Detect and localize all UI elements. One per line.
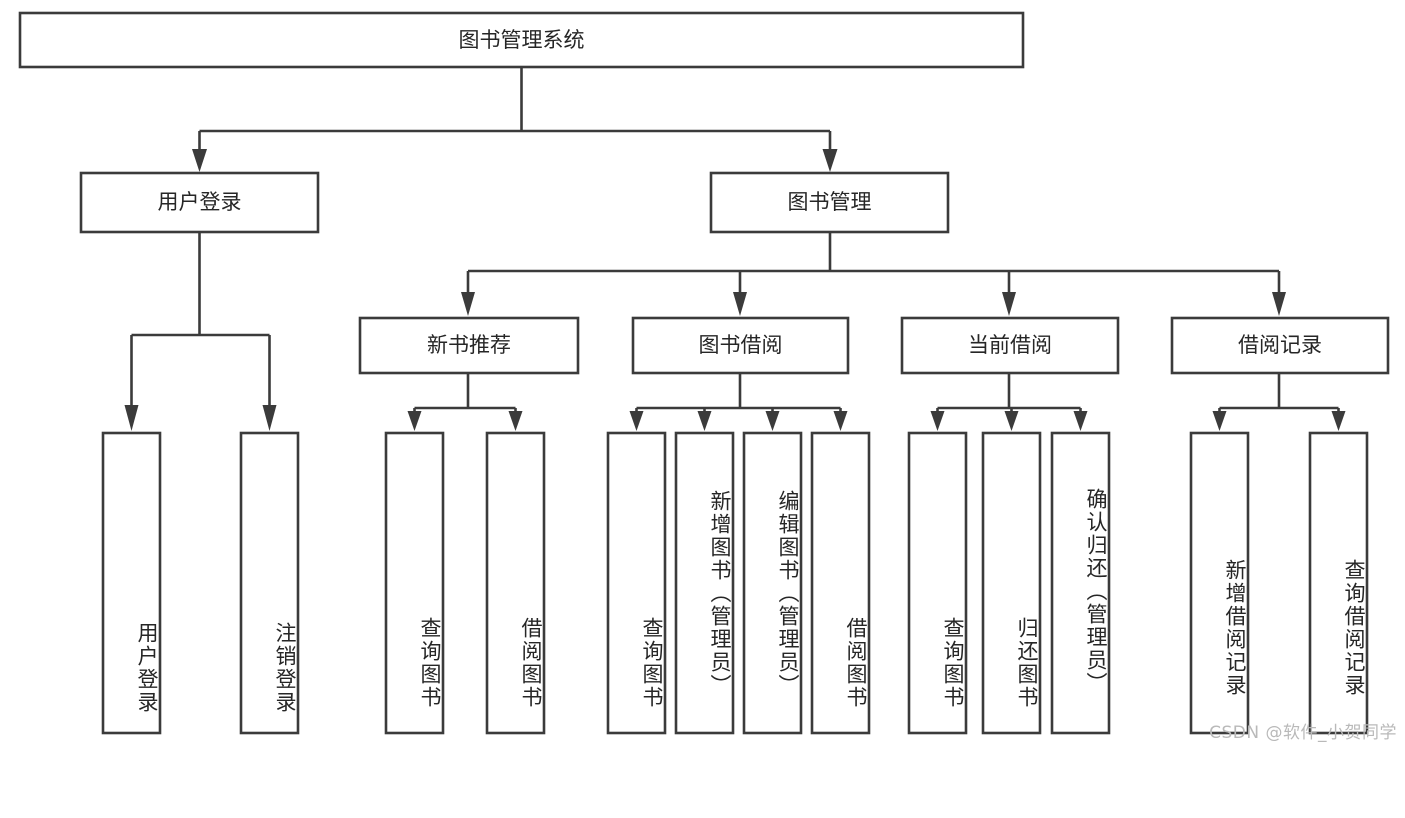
arrowhead-leaf-add-book (697, 411, 712, 431)
node-book-manage-label: 图书管理 (788, 190, 872, 214)
node-book-borrow-box[interactable] (631, 316, 850, 375)
node-user-login-label: 用户登录 (158, 190, 242, 214)
node-new-book-rec[interactable]: 新书推荐 (358, 316, 580, 375)
node-new-book-rec-label: 新书推荐 (427, 333, 511, 357)
arrowhead-leaf-user-login (124, 405, 139, 431)
node-borrow-record-box[interactable] (1170, 316, 1390, 375)
arrowhead-leaf-query-book-1 (407, 411, 422, 431)
connectors-new-book-rec-to-leaves (407, 373, 523, 431)
node-root-label: 图书管理系统 (459, 28, 585, 52)
leaf-box-user-login[interactable] (101, 431, 162, 735)
node-book-manage-box[interactable] (709, 171, 950, 234)
leaf-box-add-record[interactable] (1189, 431, 1250, 735)
node-borrow-record[interactable]: 借阅记录 (1170, 316, 1390, 375)
arrowhead-leaf-query-book-2 (629, 411, 644, 431)
arrowhead-leaf-user-logout (262, 405, 277, 431)
connectors-root-to-level2 (192, 67, 838, 172)
node-current-borrow-box[interactable] (900, 316, 1120, 375)
arrowhead-leaf-confirm-return (1073, 411, 1088, 431)
leaf-box-edit-book[interactable] (742, 431, 803, 735)
arrowhead-leaf-edit-book (765, 411, 780, 431)
connectors-book-borrow-to-leaves (629, 373, 848, 431)
node-book-borrow[interactable]: 图书借阅 (631, 316, 850, 375)
node-borrow-record-label: 借阅记录 (1238, 333, 1322, 357)
arrowhead-current-borrow (1002, 292, 1016, 316)
csdn-watermark: CSDN @软件_小贺同学 (1209, 723, 1397, 743)
node-root[interactable]: 图书管理系统 (18, 11, 1025, 69)
node-current-borrow-label: 当前借阅 (968, 333, 1052, 357)
arrowhead-leaf-borrow-book-1 (508, 411, 523, 431)
connectors-user-login-to-leaves (124, 232, 277, 431)
leaf-box-query-book-1[interactable] (384, 431, 445, 735)
leaf-box-confirm-return[interactable] (1050, 431, 1111, 735)
arrowhead-new-book-rec (461, 292, 475, 316)
connectors-borrow-record-to-leaves (1212, 373, 1346, 431)
leaf-box-borrow-book-1[interactable] (485, 431, 546, 735)
leaf-box-query-book-3[interactable] (907, 431, 968, 735)
arrowhead-leaf-borrow-book-2 (833, 411, 848, 431)
leaf-box-query-record[interactable] (1308, 431, 1369, 735)
connectors-current-borrow-to-leaves (930, 373, 1088, 431)
tree-svg-canvas: 图书管理系统 用户登录 图书管理 新书推荐 图书借阅 当前借阅 借阅记录 (18, 11, 1390, 735)
node-book-borrow-label: 图书借阅 (699, 333, 783, 357)
arrowhead-leaf-query-book-3 (930, 411, 945, 431)
arrowhead-leaf-query-record (1331, 411, 1346, 431)
arrowhead-book-borrow (733, 292, 747, 316)
node-user-login-box[interactable] (79, 171, 320, 234)
arrowhead-user-login (192, 149, 207, 172)
arrowhead-leaf-add-record (1212, 411, 1227, 431)
arrowhead-leaf-return-book (1004, 411, 1019, 431)
leaf-boxes (101, 431, 1369, 735)
node-book-manage[interactable]: 图书管理 (709, 171, 950, 234)
arrowhead-borrow-record (1272, 292, 1286, 316)
leaf-box-return-book[interactable] (981, 431, 1042, 735)
arrowhead-book-manage (822, 149, 838, 172)
node-root-box[interactable] (18, 11, 1025, 69)
leaf-box-query-book-2[interactable] (606, 431, 667, 735)
leaf-box-borrow-book-2[interactable] (810, 431, 871, 735)
leaf-box-add-book[interactable] (674, 431, 735, 735)
leaf-box-user-logout[interactable] (239, 431, 300, 735)
node-new-book-rec-box[interactable] (358, 316, 580, 375)
node-current-borrow[interactable]: 当前借阅 (900, 316, 1120, 375)
connectors-book-manage-to-level3 (461, 232, 1286, 316)
flowchart-diagram: 图书管理系统 用户登录 图书管理 新书推荐 图书借阅 当前借阅 借阅记录 (18, 11, 1397, 743)
node-user-login[interactable]: 用户登录 (79, 171, 320, 234)
